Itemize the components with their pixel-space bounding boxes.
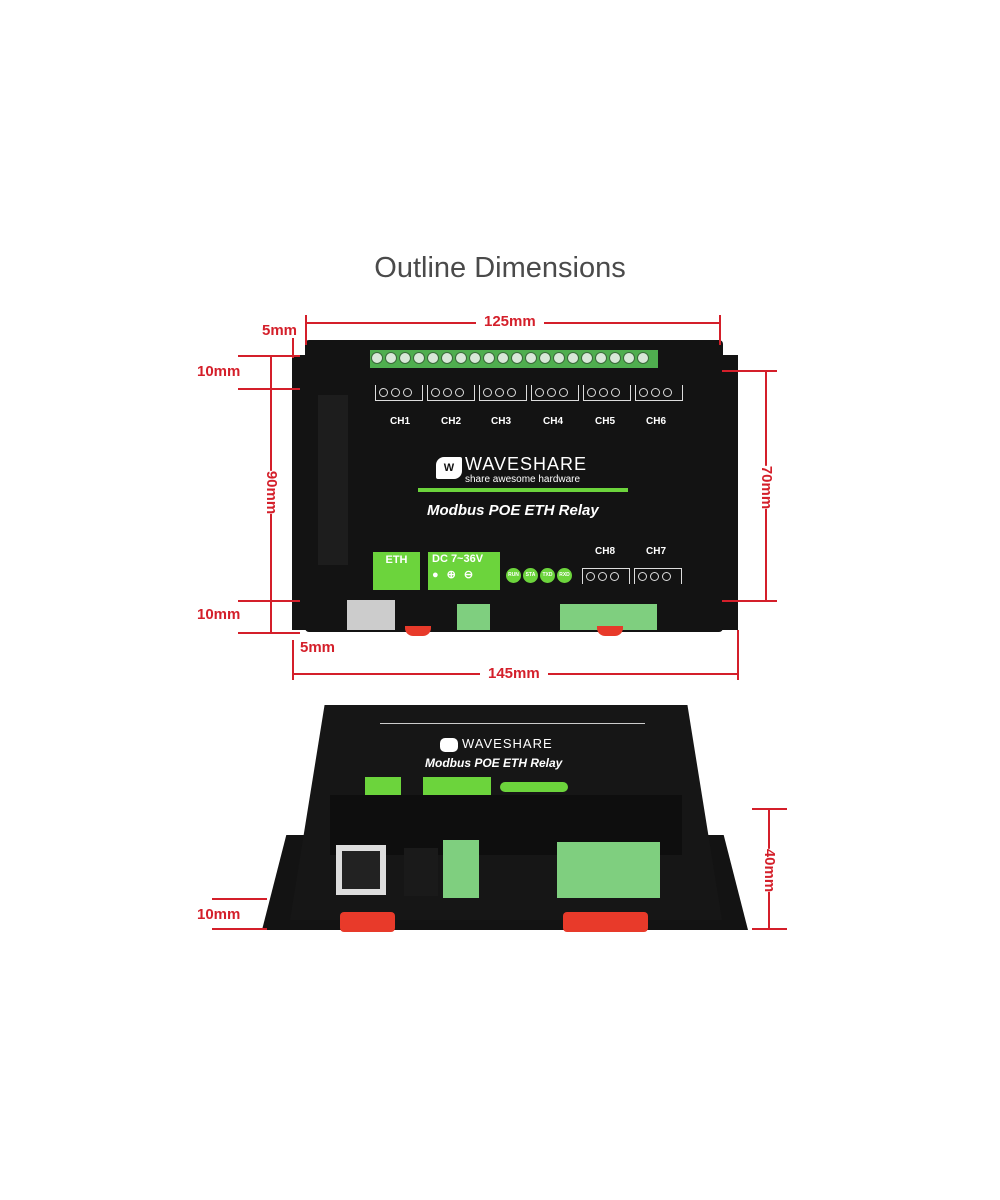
dim-70: 70mm — [756, 465, 778, 510]
dc-label-box: DC 7~36V●⊕⊖ — [428, 552, 500, 590]
din-clip — [405, 626, 431, 636]
din-clip — [563, 912, 648, 932]
product-name-3d: Modbus POE ETH Relay — [425, 756, 563, 770]
label-slot — [318, 395, 348, 565]
dim-10-bottom: 10mm — [197, 606, 241, 623]
channel-label: CH7 — [646, 546, 667, 557]
brand-name: WAVESHARE — [465, 454, 588, 474]
dim-5-bottom: 5mm — [300, 639, 336, 656]
led-txd: TXD — [540, 568, 555, 583]
dim-40: 40mm — [759, 848, 781, 893]
dc-box-3d — [423, 777, 491, 795]
power-terminal — [457, 604, 490, 630]
channel-label: CH1 — [390, 416, 411, 427]
brand-slogan: share awesome hardware — [465, 474, 581, 485]
channel-label: CH6 — [646, 416, 667, 427]
led-run: RUN — [506, 568, 521, 583]
led-rxd: RXD — [557, 568, 572, 583]
divider-arrow — [418, 488, 628, 492]
dim-5-top: 5mm — [262, 322, 298, 339]
channel-label: CH4 — [543, 416, 564, 427]
dim-125: 125mm — [476, 313, 544, 330]
device-body — [305, 340, 723, 632]
dc-label: DC 7~36V — [432, 553, 484, 565]
eth-box-3d — [365, 777, 401, 795]
relay-terminal — [560, 604, 657, 630]
ethernet-port — [347, 600, 395, 630]
leds-3d — [500, 782, 568, 792]
relay-terminal-3d — [557, 842, 660, 898]
dim-10-base: 10mm — [197, 906, 241, 923]
terminal-strip-top — [370, 350, 658, 368]
channel-label: CH5 — [595, 416, 616, 427]
dim-10-top: 10mm — [197, 363, 241, 380]
dim-90: 90mm — [261, 470, 283, 515]
led-sta: STA — [523, 568, 538, 583]
din-clip — [340, 912, 395, 932]
brand-name-3d: WAVESHARE — [462, 736, 553, 751]
product-name: Modbus POE ETH Relay — [427, 502, 599, 519]
eth-label-box: ETH — [373, 552, 420, 590]
dim-145: 145mm — [480, 665, 548, 682]
logo-icon: W — [436, 457, 462, 479]
power-terminal-3d — [443, 840, 479, 898]
channel-label: CH3 — [491, 416, 512, 427]
dc-jack — [404, 848, 438, 896]
eth-label: ETH — [385, 554, 408, 566]
relay-row — [380, 714, 645, 724]
logo-icon — [440, 738, 458, 752]
perspective-view: WAVESHARE Modbus POE ETH Relay 40mm 10mm — [0, 700, 1000, 940]
din-clip — [597, 626, 623, 636]
channel-label: CH8 — [595, 546, 616, 557]
page-title: Outline Dimensions — [374, 252, 626, 284]
ethernet-port-3d — [336, 845, 386, 895]
channel-label: CH2 — [441, 416, 462, 427]
top-view: CH1 CH2 CH3 CH4 CH5 CH6 W WAVESHARE shar… — [197, 313, 778, 682]
